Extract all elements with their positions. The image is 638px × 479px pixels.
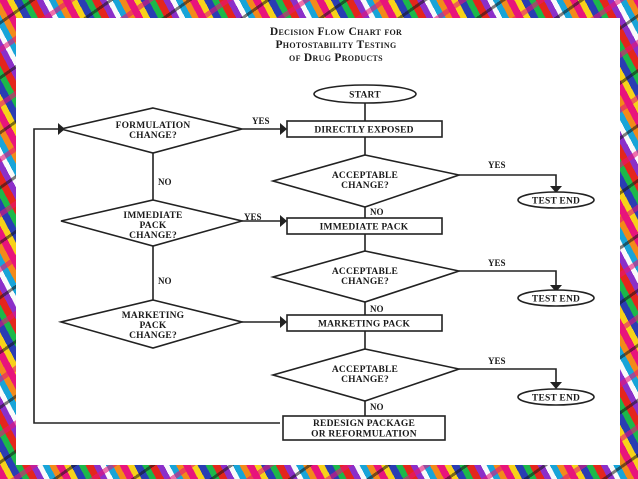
yes-label-formulation: YES — [252, 116, 270, 126]
redesign-line-2: OR REFORMULATION — [311, 430, 417, 440]
arrowhead — [550, 382, 562, 389]
no-label-formulation: NO — [158, 177, 172, 187]
title-line-2: Photostability Testing — [275, 39, 397, 51]
no-label-acc3: NO — [370, 402, 384, 412]
acceptable-1-line-2: CHANGE? — [341, 181, 389, 191]
acceptable-1-line-1: ACCEPTABLE — [332, 171, 398, 181]
acceptable-change-decision-3 — [270, 348, 463, 402]
formulation-change-decision — [60, 107, 243, 154]
immediate-pack-label: IMMEDIATE PACK — [320, 223, 409, 233]
yes-label-immediatechange: YES — [244, 212, 262, 222]
test-end-terminal-3 — [517, 388, 595, 406]
directly-exposed-box — [286, 120, 443, 138]
no-label-acc2: NO — [370, 304, 384, 314]
start-label: START — [349, 91, 381, 101]
slide-canvas: Decision Flow Chart for Photostability T… — [16, 18, 620, 465]
edge-acc2-yes — [459, 270, 557, 288]
test-end-2-label: TEST END — [532, 295, 580, 305]
acceptable-3-line-1: ACCEPTABLE — [332, 365, 398, 375]
marketing-pack-change-line-2: PACK — [139, 321, 166, 331]
acceptable-2-line-2: CHANGE? — [341, 277, 389, 287]
redesign-box — [282, 415, 446, 441]
yes-label-acc2: YES — [488, 258, 506, 268]
no-label-immediatechange: NO — [158, 276, 172, 286]
arrowhead — [550, 186, 562, 193]
edge-redesign-loop — [33, 128, 280, 424]
edge-acc3-yes — [459, 368, 557, 385]
immediate-pack-change-decision — [60, 199, 246, 247]
directly-exposed-label: DIRECTLY EXPOSED — [314, 126, 413, 136]
acceptable-change-decision-1 — [270, 154, 463, 208]
title-line-1: Decision Flow Chart for — [269, 26, 403, 38]
no-label-acc1: NO — [370, 207, 384, 217]
page-title: Decision Flow Chart for Photostability T… — [16, 26, 638, 65]
arrowhead — [280, 316, 287, 328]
test-end-terminal-2 — [517, 289, 595, 307]
test-end-3-label: TEST END — [532, 394, 580, 404]
acceptable-change-decision-2 — [270, 250, 463, 303]
formulation-change-line-2: CHANGE? — [129, 131, 177, 141]
marketing-pack-box — [286, 314, 443, 332]
test-end-terminal-1 — [517, 191, 595, 209]
marketing-pack-change-line-3: CHANGE? — [129, 331, 177, 341]
yes-label-acc3: YES — [488, 356, 506, 366]
acceptable-2-line-1: ACCEPTABLE — [332, 267, 398, 277]
immediate-pack-box — [286, 217, 443, 235]
arrowhead — [280, 215, 287, 227]
formulation-change-line-1: FORMULATION — [116, 121, 191, 131]
immediate-pack-change-line-1: IMMEDIATE — [123, 211, 182, 221]
immediate-pack-change-line-3: CHANGE? — [129, 231, 177, 241]
flowchart: START DIRECTLY EXPOSED ACCEPTABLE CHANGE… — [33, 84, 595, 441]
redesign-line-1: REDESIGN PACKAGE — [313, 419, 415, 429]
arrowhead — [280, 123, 287, 135]
immediate-pack-change-line-2: PACK — [139, 221, 166, 231]
yes-label-acc1: YES — [488, 160, 506, 170]
arrowhead — [550, 285, 562, 292]
marketing-pack-change-line-1: MARKETING — [122, 311, 185, 321]
marketing-pack-label: MARKETING PACK — [318, 320, 410, 330]
marketing-pack-change-decision — [57, 299, 246, 349]
test-end-1-label: TEST END — [532, 197, 580, 207]
edge-acc1-yes — [459, 174, 557, 189]
start-terminal — [313, 84, 417, 104]
title-line-3: of Drug Products — [289, 52, 383, 64]
acceptable-3-line-2: CHANGE? — [341, 375, 389, 385]
connectors — [33, 101, 562, 424]
